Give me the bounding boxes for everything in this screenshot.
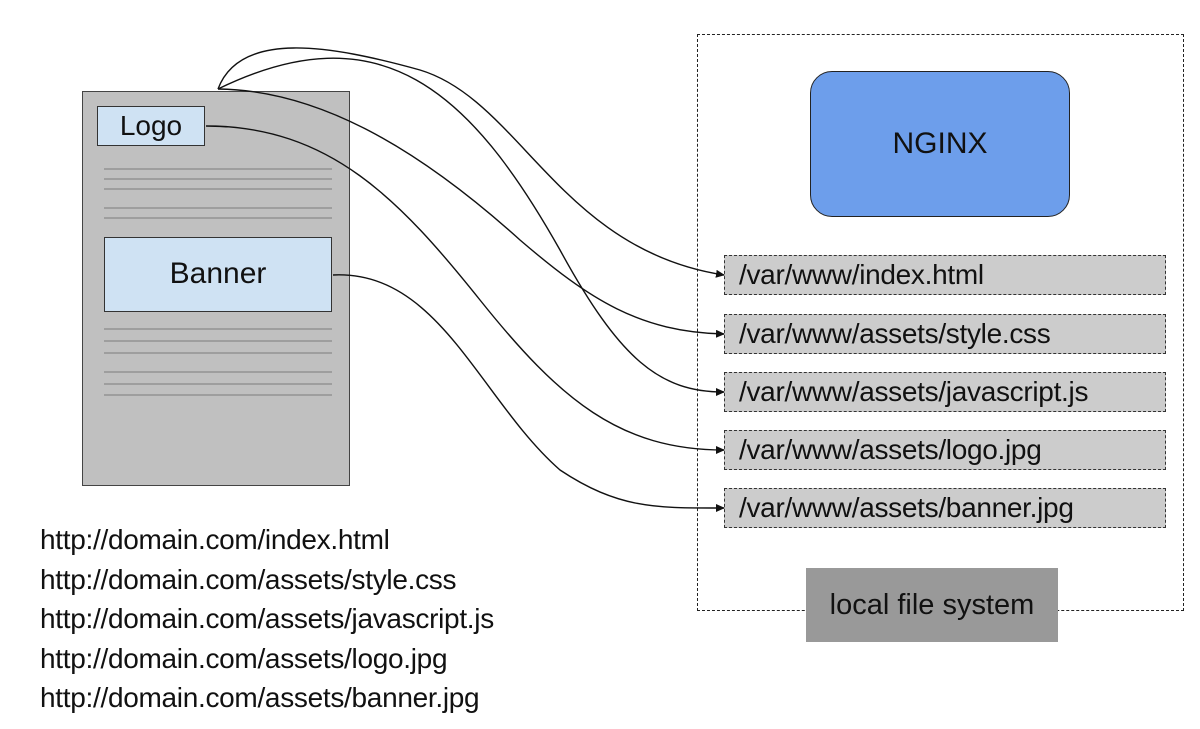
file-logo: /var/www/assets/logo.jpg (724, 430, 1166, 470)
text-line (104, 168, 332, 170)
text-line (104, 217, 332, 219)
url-logo: http://domain.com/assets/logo.jpg (40, 642, 448, 674)
arrow-banner (332, 274, 725, 513)
url-javascript: http://domain.com/assets/javascript.js (40, 603, 494, 634)
file-style: /var/www/assets/style.css (724, 314, 1166, 354)
filesystem-label: local file system (806, 568, 1058, 642)
text-line (104, 207, 332, 209)
text-line (104, 371, 332, 373)
text-line (104, 352, 332, 354)
logo-element: Logo (97, 106, 205, 146)
text-line (104, 178, 332, 180)
arrow-style (217, 88, 725, 338)
url-banner: http://domain.com/assets/banner.jpg (40, 682, 480, 713)
file-banner: /var/www/assets/banner.jpg (724, 488, 1166, 528)
url-style: http://domain.com/assets/style.css (40, 563, 457, 595)
arrow-javascript (217, 57, 725, 396)
text-line (104, 340, 332, 342)
arrow-index (217, 47, 725, 278)
file-index: /var/www/index.html (724, 255, 1166, 295)
url-index: http://domain.com/index.html (40, 524, 390, 555)
text-line (104, 394, 332, 396)
banner-element: Banner (104, 237, 332, 312)
text-line (104, 188, 332, 190)
text-line (104, 328, 332, 330)
file-javascript: /var/www/assets/javascript.js (724, 372, 1166, 412)
url-list: http://domain.com/index.html http://doma… (40, 520, 494, 718)
text-line (104, 383, 332, 385)
nginx-box: NGINX (810, 71, 1070, 217)
arrow-logo (205, 125, 725, 454)
